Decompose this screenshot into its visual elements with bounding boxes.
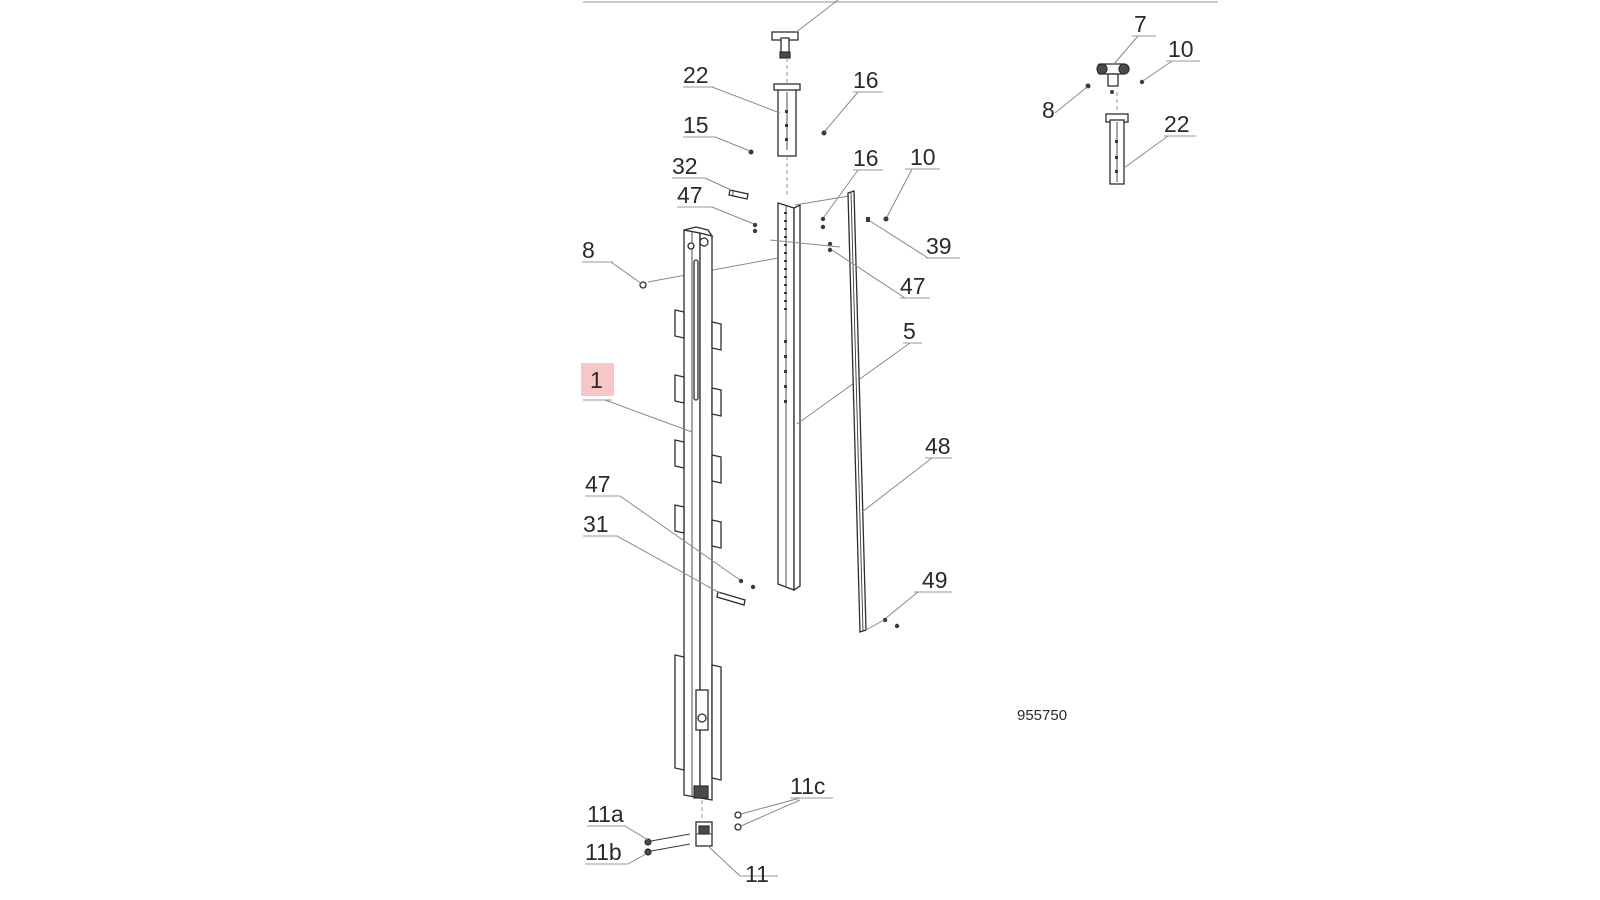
part-22-plate[interactable] xyxy=(773,83,801,157)
callout-8-left[interactable]: 8 xyxy=(582,237,595,263)
part-5-slotted-tube[interactable] xyxy=(777,202,801,592)
callout-47-top[interactable]: 47 xyxy=(677,182,703,208)
rail-1-side-tabs xyxy=(674,309,722,781)
part-11a-bolt[interactable] xyxy=(644,833,691,846)
part-7-bracket[interactable] xyxy=(771,31,799,59)
callout-1[interactable]: 1 xyxy=(590,367,603,393)
leader-1 xyxy=(604,399,693,433)
leader-47-lower xyxy=(619,495,741,581)
inset-part-22-plate[interactable] xyxy=(1105,113,1129,185)
leader-16-mid xyxy=(823,169,859,218)
callout-11a[interactable]: 11a xyxy=(587,801,624,827)
leader-11c xyxy=(740,797,801,815)
callout-39[interactable]: 39 xyxy=(926,233,952,259)
part-11-bracket[interactable] xyxy=(695,821,713,847)
callout-47-right[interactable]: 47 xyxy=(900,273,926,299)
callout-11[interactable]: 11 xyxy=(745,861,769,887)
leader-22-main xyxy=(711,86,781,114)
leader-8-left xyxy=(610,261,643,285)
tube-5-holes xyxy=(784,212,787,403)
callout-11b[interactable]: 11b xyxy=(585,839,622,865)
leader-22-inset xyxy=(1123,135,1169,169)
leader-15 xyxy=(714,136,751,152)
callout-1-highlight xyxy=(581,363,614,396)
callout-16-mid[interactable]: 16 xyxy=(853,145,879,171)
leader-31 xyxy=(616,535,721,594)
callout-48[interactable]: 48 xyxy=(925,433,951,459)
leader-7-top xyxy=(794,0,839,34)
leader-11b xyxy=(627,853,647,865)
part-11b-bolt[interactable] xyxy=(644,843,691,856)
callout-10-inset[interactable]: 10 xyxy=(1168,36,1194,62)
part-1-main-rail[interactable] xyxy=(674,226,722,801)
leader-47-top xyxy=(711,206,755,225)
callout-32[interactable]: 32 xyxy=(672,153,698,179)
callout-16-upper[interactable]: 16 xyxy=(853,67,879,93)
leader-32 xyxy=(704,177,732,191)
leader-10-inset xyxy=(1142,60,1173,82)
drawing-number: 955750 xyxy=(1017,707,1067,724)
leader-48 xyxy=(861,457,933,513)
callout-22-inset[interactable]: 22 xyxy=(1164,111,1190,137)
leader-47-right xyxy=(831,249,906,299)
callout-47-lower[interactable]: 47 xyxy=(585,471,611,497)
callout-7-top[interactable]: 7 xyxy=(832,0,845,3)
leader-8-inset xyxy=(1054,86,1088,114)
leader-16-upper xyxy=(824,91,859,132)
leader-7-inset xyxy=(1113,35,1139,65)
part-48-rod[interactable] xyxy=(847,190,867,633)
callout-22-main[interactable]: 22 xyxy=(683,62,709,88)
callout-8-inset[interactable]: 8 xyxy=(1042,97,1055,123)
callout-15[interactable]: 15 xyxy=(683,112,709,138)
leader-39 xyxy=(869,220,929,259)
callout-31[interactable]: 31 xyxy=(583,511,609,537)
inset-part-7-bracket[interactable] xyxy=(1096,63,1130,94)
part-32-pin[interactable] xyxy=(728,189,749,200)
callout-11c[interactable]: 11c xyxy=(790,773,825,799)
leader-11a xyxy=(624,825,649,841)
callout-10-mid[interactable]: 10 xyxy=(910,144,936,170)
callout-49[interactable]: 49 xyxy=(922,567,948,593)
leader-10-mid xyxy=(886,168,913,218)
part-31-pin[interactable] xyxy=(716,591,746,606)
leader-49 xyxy=(885,591,919,619)
callout-7-inset[interactable]: 7 xyxy=(1134,11,1147,37)
leader-11 xyxy=(707,845,741,877)
callout-5[interactable]: 5 xyxy=(903,318,916,344)
